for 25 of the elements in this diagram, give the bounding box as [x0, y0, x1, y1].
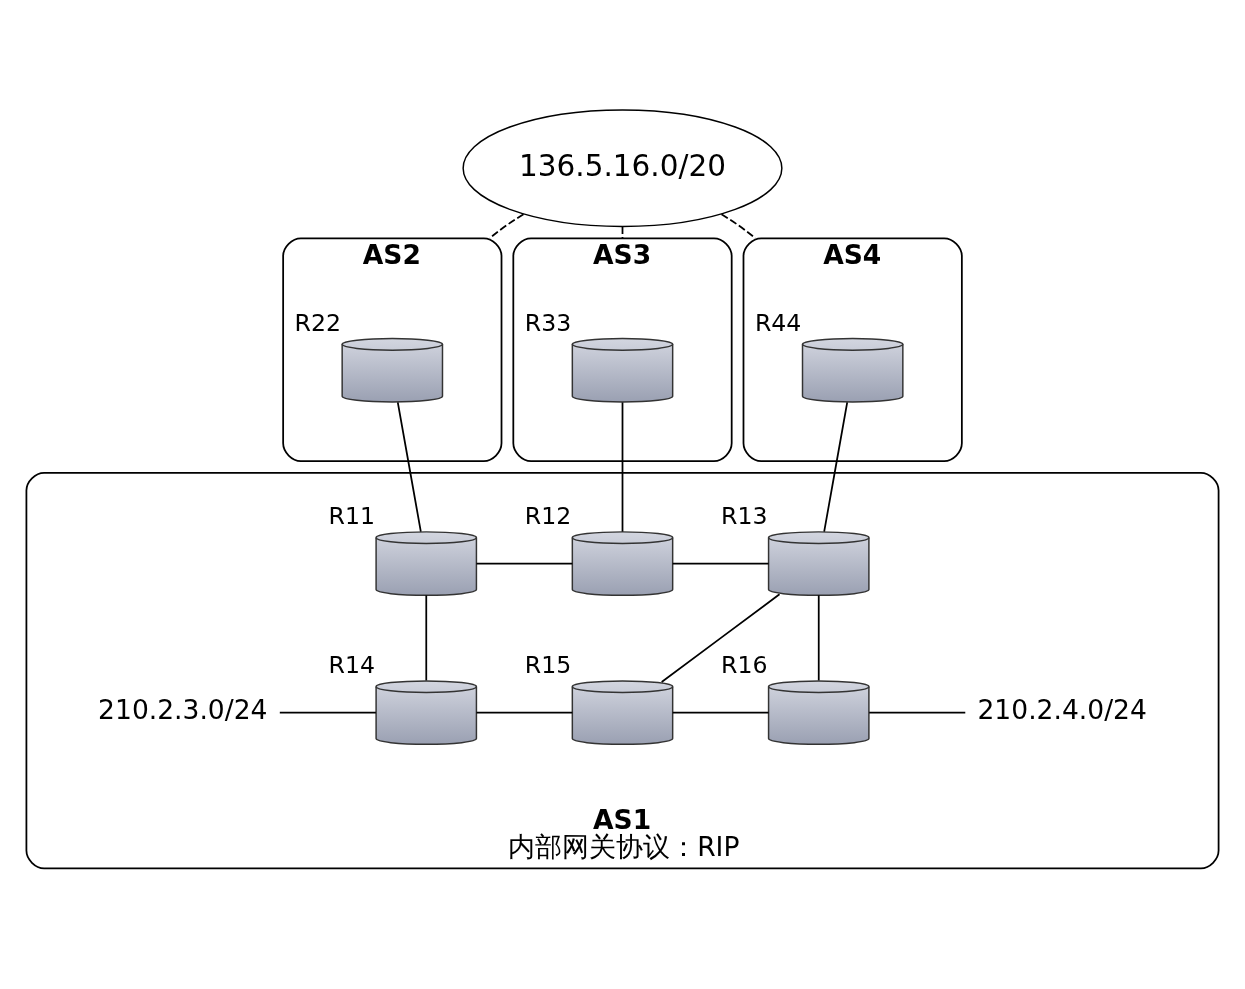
node-label: R11 [328, 501, 375, 530]
connector [660, 592, 781, 683]
node-label: R13 [721, 501, 768, 530]
connector [823, 401, 849, 533]
connector [425, 593, 428, 681]
connector [671, 711, 770, 713]
node-label: R16 [721, 650, 768, 679]
node-ellipse: 136.5.16.0/20 [462, 108, 783, 227]
node-label: R44 [754, 308, 802, 337]
node-label: R12 [524, 501, 572, 530]
node-label: R14 [328, 650, 375, 679]
connector [671, 562, 770, 564]
connector [621, 225, 624, 239]
node-text: 210.2.4.0/24 [977, 693, 1147, 725]
connector [621, 401, 624, 533]
node-text: 210.2.3.0/24 [98, 693, 268, 725]
connector [817, 593, 820, 681]
connector [396, 401, 422, 533]
node-label: R33 [524, 308, 572, 337]
connector [278, 711, 377, 713]
node-label: R22 [294, 308, 342, 337]
connector [868, 711, 967, 713]
connector [475, 711, 574, 713]
node-label: R15 [524, 650, 572, 679]
connector [475, 562, 574, 564]
